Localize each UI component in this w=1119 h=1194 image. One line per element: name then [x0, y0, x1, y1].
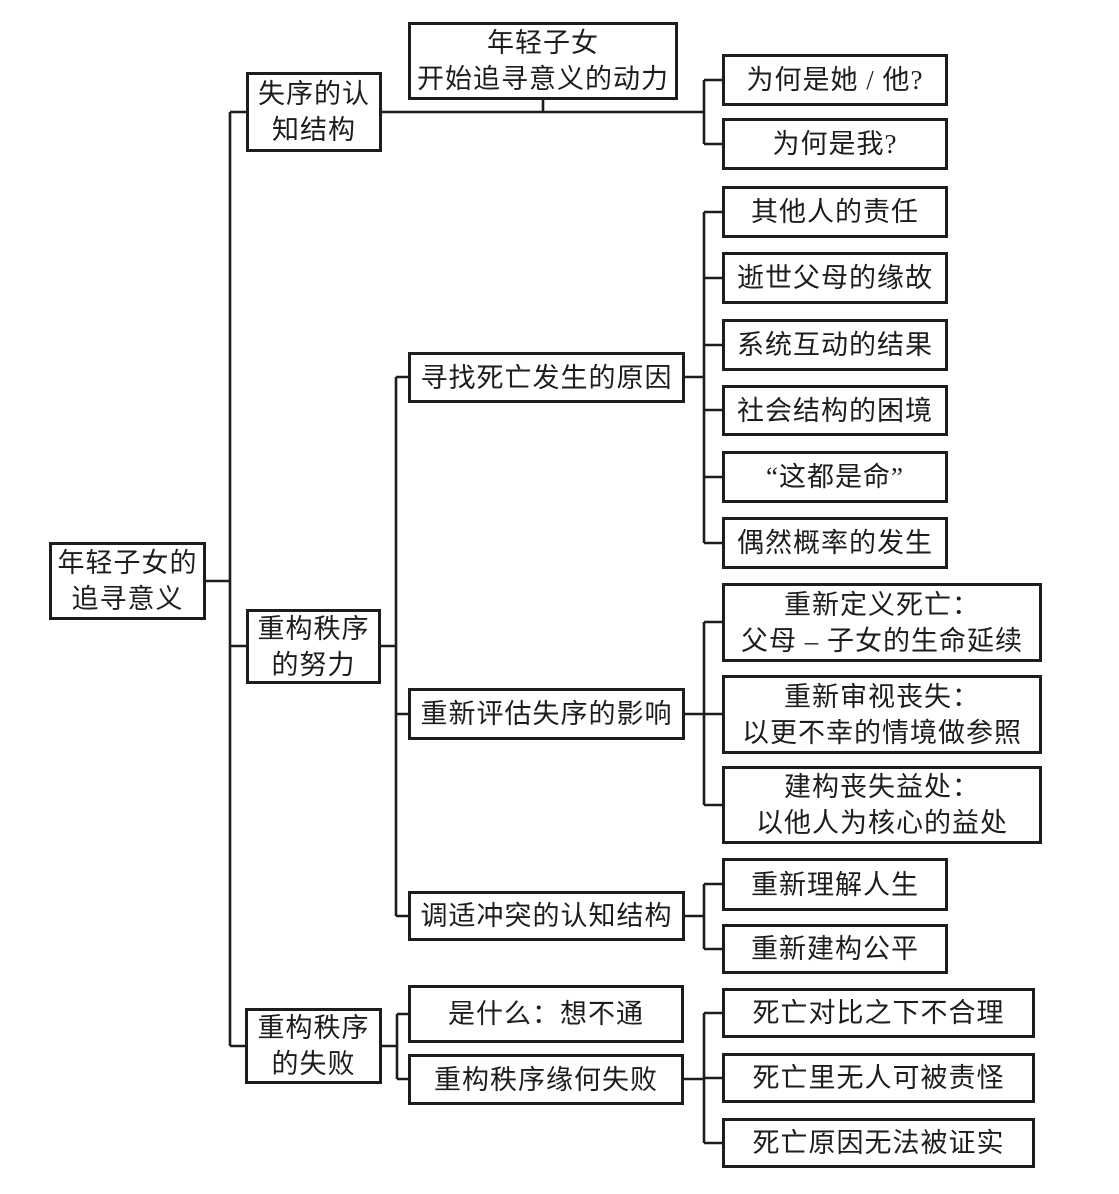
node-fail-2: 死亡里无人可被责怪: [722, 1053, 1035, 1103]
node-adjust: 调适冲突的认知结构: [408, 891, 685, 941]
node-seek-cause: 寻找死亡发生的原因: [408, 352, 685, 403]
node-adjust-1: 重新理解人生: [722, 858, 948, 911]
connector-trunk: [206, 110, 246, 1048]
node-effort: 重构秩序 的努力: [246, 609, 381, 684]
connector-cause-bracket: [685, 210, 722, 545]
node-what-fail: 是什么：想不通: [408, 985, 684, 1043]
node-failure: 重构秩序 的失败: [245, 1008, 382, 1084]
node-why-fail: 重构秩序缘何失败: [408, 1054, 684, 1105]
node-cause-1: 其他人的责任: [722, 186, 948, 238]
connector-failure-bracket: [382, 1012, 408, 1081]
node-cause-5: “这都是命”: [722, 451, 948, 503]
node-cause-3: 系统互动的结果: [722, 319, 948, 371]
node-why-her: 为何是她 / 他?: [722, 54, 948, 106]
node-cause-6: 偶然概率的发生: [722, 517, 948, 569]
connector-failitems-bracket: [684, 1011, 722, 1145]
node-reassess-3: 建构丧失益处： 以他人为核心的益处: [722, 766, 1042, 844]
node-why-me: 为何是我?: [722, 118, 948, 170]
connector-effort-bracket: [381, 375, 408, 918]
node-reassess: 重新评估失序的影响: [408, 688, 685, 740]
node-reassess-2: 重新审视丧失： 以更不幸的情境做参照: [722, 675, 1042, 754]
node-fail-3: 死亡原因无法被证实: [722, 1118, 1035, 1168]
node-fail-1: 死亡对比之下不合理: [722, 988, 1035, 1038]
node-cause-4: 社会结构的困境: [722, 385, 948, 436]
connector-adjust-bracket: [685, 882, 722, 951]
node-cause-2: 逝世父母的缘故: [722, 252, 948, 304]
connector-disorder-row: [382, 78, 722, 146]
connector-reassess-bracket: [685, 620, 722, 807]
node-disorder: 失序的认 知结构: [246, 72, 382, 152]
node-adjust-2: 重新建构公平: [722, 924, 948, 974]
node-reassess-1: 重新定义死亡： 父母 – 子女的生命延续: [722, 583, 1042, 662]
node-motive: 年轻子女 开始追寻意义的动力: [408, 22, 678, 100]
node-root: 年轻子女的 追寻意义: [49, 542, 206, 620]
